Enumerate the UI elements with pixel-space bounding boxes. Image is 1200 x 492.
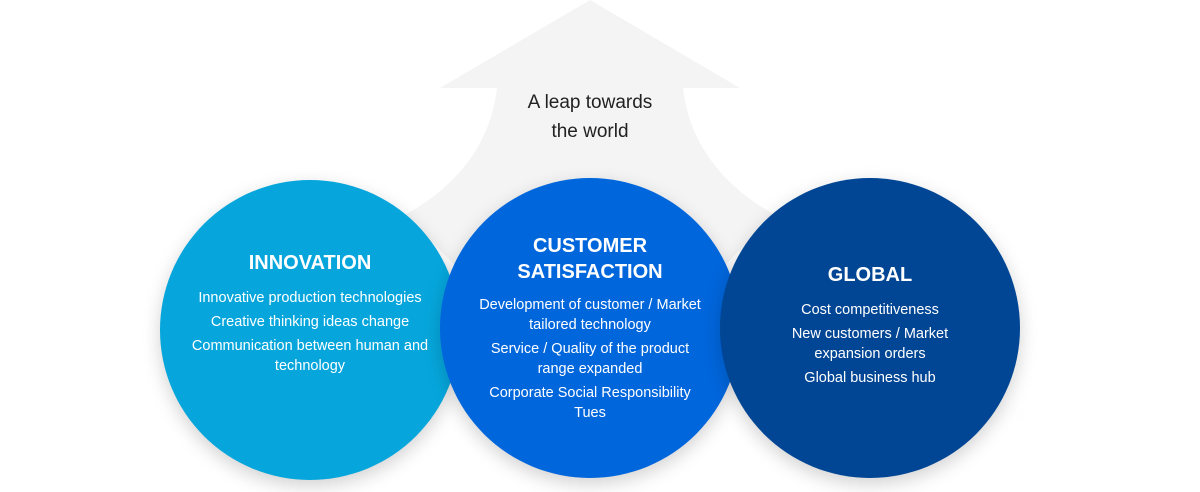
customer-satisfaction-title: CUSTOMER SATISFACTION — [475, 233, 705, 285]
global-item: Global business hub — [804, 370, 936, 386]
innovation-item: Communication between human and technolo… — [191, 338, 429, 374]
arrow-label-line2: the world — [551, 121, 629, 142]
global-item: Cost competitiveness — [801, 302, 939, 318]
arrow-label-line1: A leap towards — [527, 92, 653, 113]
arrow-label: A leap towards the world — [440, 88, 740, 146]
customer-satisfaction-item: Corporate Social Responsibility Tues — [489, 385, 691, 421]
customer-satisfaction-circle: CUSTOMER SATISFACTION Development of cus… — [440, 178, 740, 478]
customer-satisfaction-item: Service / Quality of the product range e… — [490, 341, 690, 377]
innovation-item: Innovative production technologies — [198, 290, 422, 306]
customer-title-line1: CUSTOMER — [532, 235, 648, 257]
global-item: New customers / Market expansion orders — [791, 326, 949, 362]
global-title: GLOBAL — [827, 264, 913, 286]
innovation-circle: INNOVATION Innovative production technol… — [160, 180, 460, 480]
customer-title-line2: SATISFACTION — [517, 261, 663, 283]
customer-satisfaction-item: Development of customer / Market tailore… — [479, 297, 701, 333]
innovation-item: Creative thinking ideas change — [210, 314, 410, 330]
global-circle: GLOBAL Cost competitiveness New customer… — [720, 178, 1020, 478]
innovation-title: INNOVATION — [248, 252, 372, 274]
